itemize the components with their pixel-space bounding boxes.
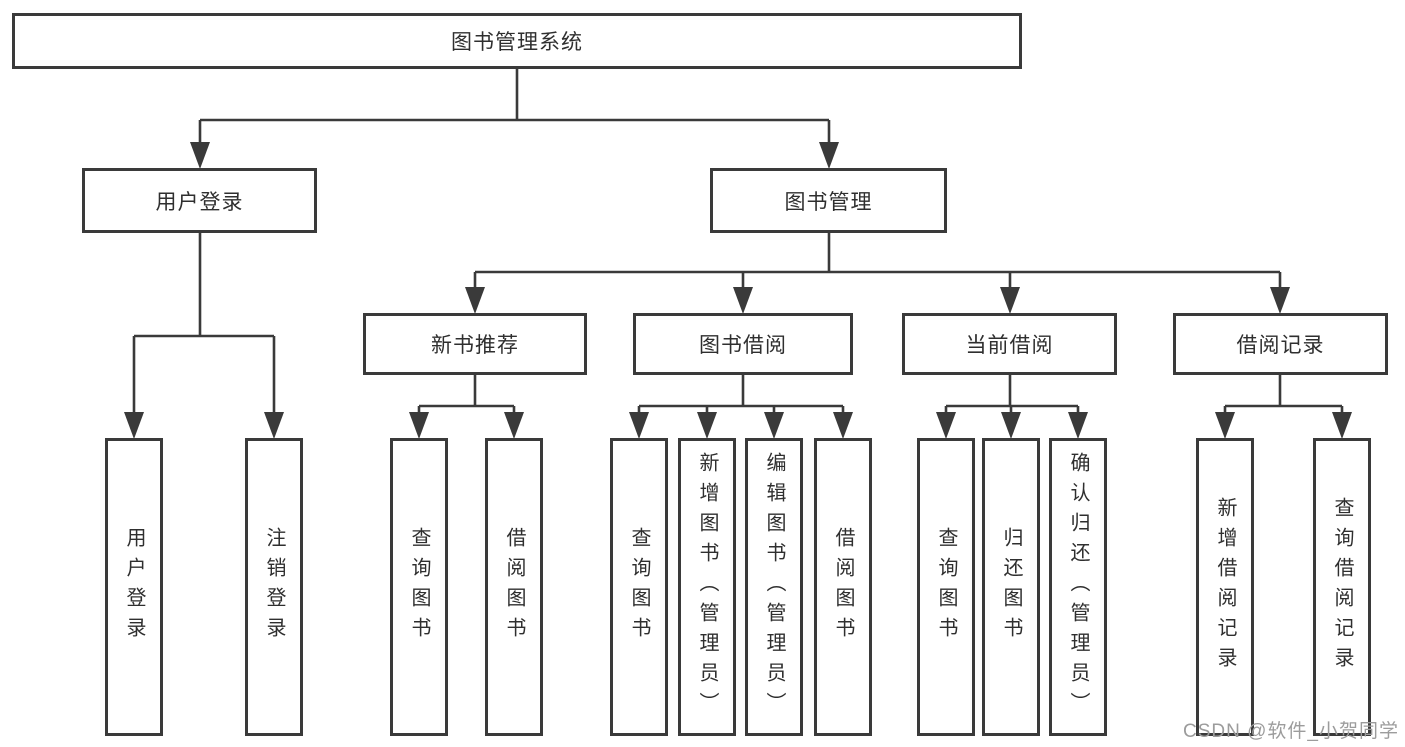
leaf-add-book-admin: 新增图书（管理员）: [678, 438, 736, 736]
node-new-book-recommendation: 新书推荐: [363, 313, 587, 375]
leaf-edit-book-admin: 编辑图书（管理员）: [745, 438, 803, 736]
arrowhead-icons: [124, 142, 1352, 439]
leaf-query-books-recommend: 查询图书: [390, 438, 448, 736]
node-user-login: 用户登录: [82, 168, 317, 233]
leaf-return-book: 归还图书: [982, 438, 1040, 736]
leaf-logout: 注销登录: [245, 438, 303, 736]
leaf-borrow-books-recommend: 借阅图书: [485, 438, 543, 736]
leaf-query-books-borrowing: 查询图书: [610, 438, 668, 736]
node-root: 图书管理系统: [12, 13, 1022, 69]
leaf-user-login: 用户登录: [105, 438, 163, 736]
leaf-confirm-return-admin: 确认归还（管理员）: [1049, 438, 1107, 736]
csdn-watermark: CSDN @软件_小贺同学: [1183, 721, 1399, 742]
leaf-add-borrow-record: 新增借阅记录: [1196, 438, 1254, 736]
node-book-management: 图书管理: [710, 168, 947, 233]
node-borrowing-records: 借阅记录: [1173, 313, 1388, 375]
node-current-borrowing: 当前借阅: [902, 313, 1117, 375]
leaf-query-borrow-record: 查询借阅记录: [1313, 438, 1371, 736]
leaf-query-books-current: 查询图书: [917, 438, 975, 736]
leaf-borrow-books: 借阅图书: [814, 438, 872, 736]
node-book-borrowing: 图书借阅: [633, 313, 853, 375]
